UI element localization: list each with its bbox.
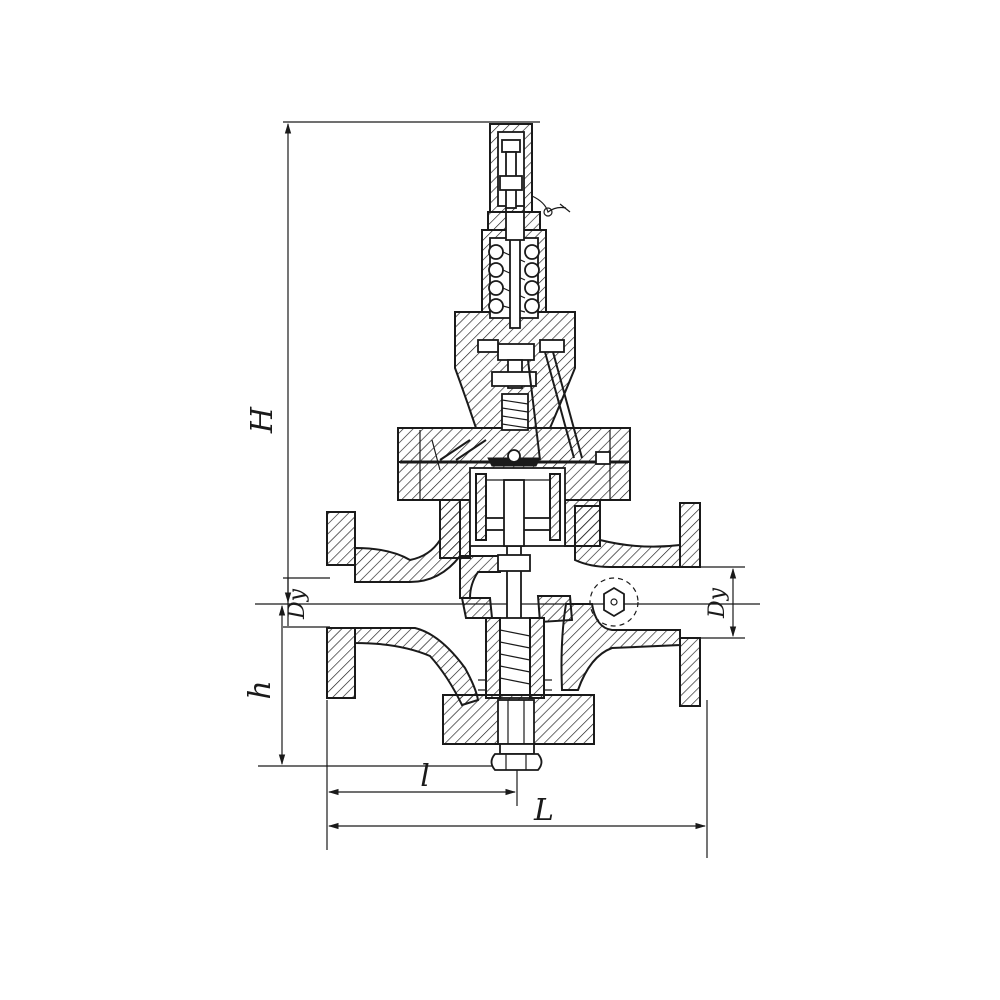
pressure-port <box>589 577 639 627</box>
control-spring <box>488 244 540 314</box>
spring-bonnet <box>481 123 571 329</box>
drain-plug <box>490 753 543 771</box>
label-nominal-diameter-left: Dy <box>285 588 310 620</box>
lower-spring <box>499 629 531 685</box>
inlet-flange <box>326 511 356 566</box>
valve-body <box>326 479 701 771</box>
seal-wire <box>531 195 567 213</box>
label-overall-height: H <box>245 406 280 434</box>
label-nominal-diameter-right: Dy <box>705 587 730 619</box>
pilot-valve <box>439 311 583 461</box>
diaphragm-housing <box>397 427 631 559</box>
label-half-length: l <box>420 759 430 794</box>
label-lower-height: h <box>243 680 278 699</box>
outlet-flange <box>679 502 701 568</box>
dimension-labels: H Dy h Dy l L <box>243 406 730 828</box>
label-overall-length: L <box>533 793 554 828</box>
